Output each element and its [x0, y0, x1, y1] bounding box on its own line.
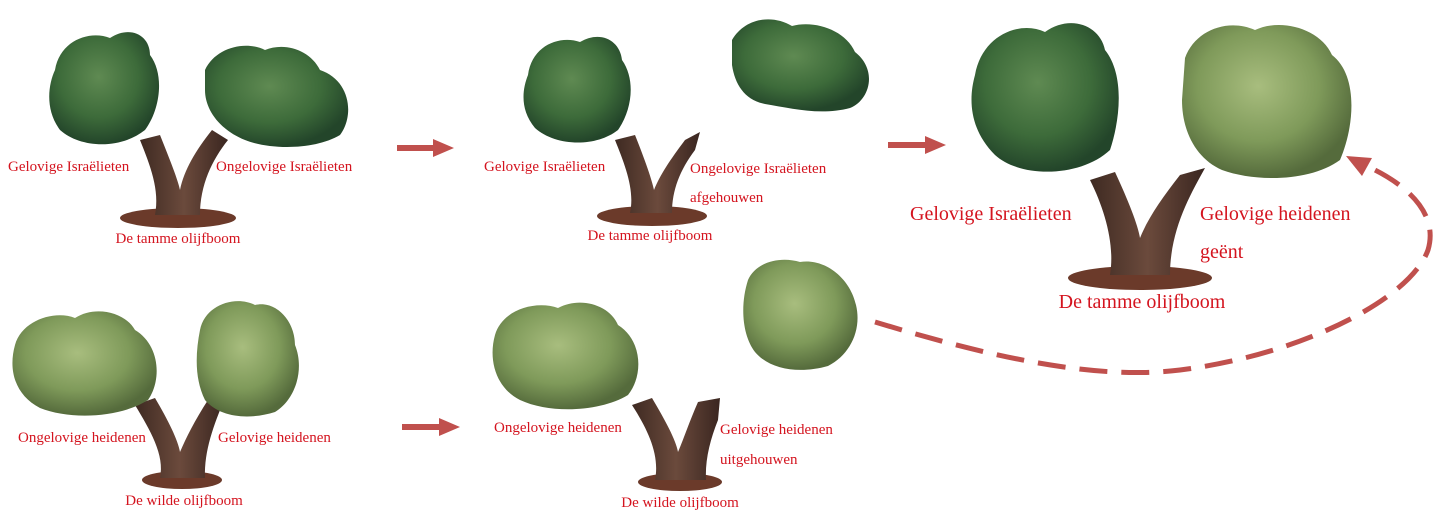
olive-tree-icon: [493, 260, 858, 491]
tree-base-label: De wilde olijfboom: [125, 493, 243, 509]
olive-tree-icon: [12, 301, 298, 489]
arrow-right-icon: [888, 136, 946, 154]
olive-tree-icon: [972, 23, 1352, 290]
tree-base-label: De tamme olijfboom: [1059, 291, 1226, 313]
tree-base-label: De tamme olijfboom: [116, 231, 241, 247]
tree-base-label: De tamme olijfboom: [588, 228, 713, 244]
right-branch-status: afgehouwen: [690, 190, 764, 206]
arrow-right-icon: [397, 139, 454, 157]
right-branch-status: geënt: [1200, 241, 1244, 263]
tame-tree-panel: Gelovige Israëlieten Ongelovige Israëlie…: [8, 32, 353, 247]
olive-tree-icon: [49, 32, 348, 228]
right-branch-label: Ongelovige Israëlieten: [690, 161, 827, 177]
left-branch-label: Gelovige Israëlieten: [910, 203, 1072, 225]
right-branch-label: Gelovige heidenen: [720, 422, 833, 438]
right-branch-label: Gelovige heidenen: [218, 430, 331, 446]
arrow-right-icon: [402, 418, 460, 436]
wild-tree-cut-panel: Ongelovige heidenen Gelovige heidenen ui…: [493, 260, 858, 511]
left-branch-label: Gelovige Israëlieten: [8, 159, 130, 175]
tame-tree-cut-panel: Gelovige Israëlieten Ongelovige Israëlie…: [484, 19, 869, 244]
tame-tree-grafted-panel: Gelovige Israëlieten Gelovige heidenen g…: [910, 23, 1351, 313]
left-branch-label: Ongelovige heidenen: [18, 430, 146, 446]
left-branch-label: Ongelovige heidenen: [494, 420, 622, 436]
right-branch-label: Gelovige heidenen: [1200, 203, 1351, 225]
wild-tree-panel: Ongelovige heidenen Gelovige heidenen De…: [12, 301, 331, 509]
tree-base-label: De wilde olijfboom: [621, 495, 739, 511]
left-branch-label: Gelovige Israëlieten: [484, 159, 606, 175]
right-branch-label: Ongelovige Israëlieten: [216, 159, 353, 175]
right-branch-status: uitgehouwen: [720, 452, 798, 468]
